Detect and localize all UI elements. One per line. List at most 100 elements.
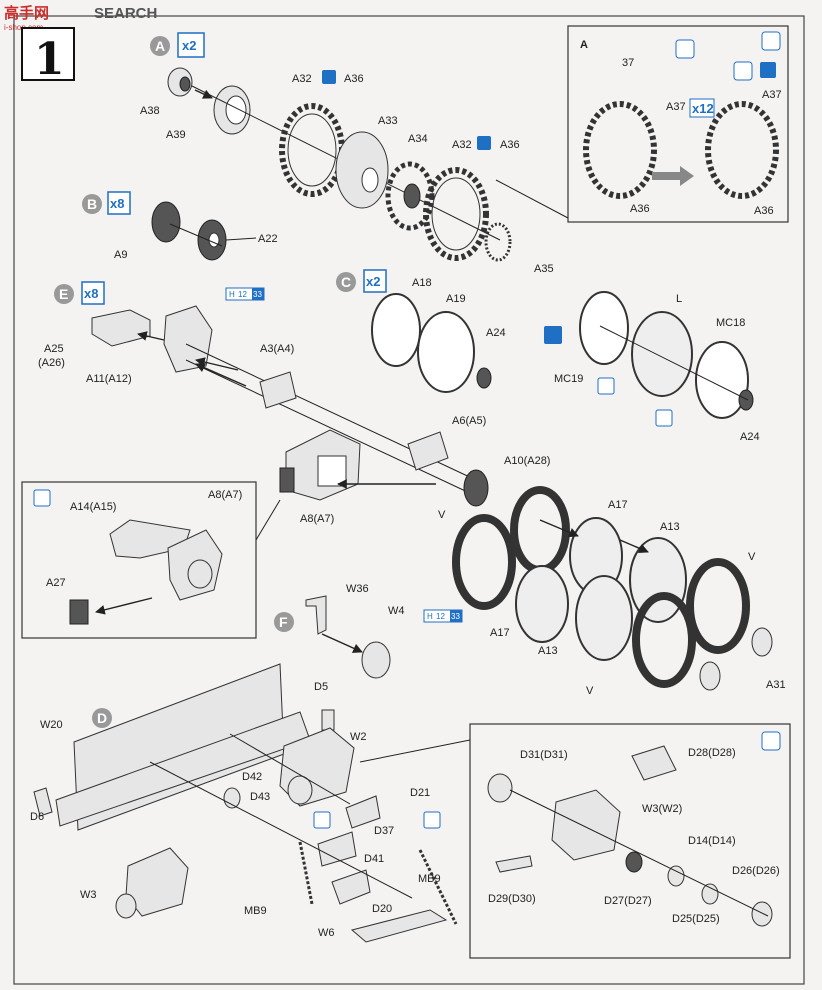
svg-text:W20: W20: [40, 719, 63, 731]
inset-sprocket-detail: A 37 A37 A37 x12 A36 A36: [495, 25, 789, 223]
svg-text:C: C: [341, 274, 351, 290]
part-a6: [407, 431, 449, 471]
svg-text:33: 33: [451, 612, 460, 621]
part-a32-sprocket-2: [423, 167, 489, 261]
subassembly-a-marker: [150, 36, 170, 56]
part-d31: [487, 773, 513, 803]
svg-text:12: 12: [436, 612, 445, 621]
svg-text:V: V: [748, 551, 756, 563]
svg-text:D27(D27): D27(D27): [604, 895, 652, 907]
part-w3-inset: [551, 789, 621, 861]
svg-text:A33: A33: [378, 115, 398, 127]
svg-text:D43: D43: [250, 791, 270, 803]
part-d6: [33, 787, 53, 817]
svg-text:D20: D20: [372, 903, 392, 915]
watermark-text-2: SEARCH: [94, 5, 157, 22]
svg-text:D: D: [97, 710, 107, 726]
svg-text:A32: A32: [452, 139, 472, 151]
svg-text:A31: A31: [766, 679, 786, 691]
svg-text:A3(A4): A3(A4): [260, 343, 294, 355]
paint-icon: [675, 39, 695, 59]
svg-text:A36: A36: [344, 73, 364, 85]
glue-icon-2: [477, 136, 491, 150]
svg-text:A39: A39: [166, 129, 186, 141]
svg-text:D14(D14): D14(D14): [688, 835, 736, 847]
svg-text:W36: W36: [346, 583, 369, 595]
svg-text:A18: A18: [412, 277, 432, 289]
part-a34: [385, 161, 435, 231]
svg-text:12: 12: [238, 290, 247, 299]
part-a25: [91, 309, 151, 347]
svg-text:H: H: [229, 290, 235, 299]
svg-text:A37: A37: [762, 89, 782, 101]
part-d21: [345, 795, 381, 829]
paint-ref-2: H 12 33: [423, 609, 463, 623]
mc-wheel-assembly: L MC18 MC19 A24: [544, 291, 760, 443]
svg-text:MB9: MB9: [244, 905, 267, 917]
svg-text:A25: A25: [44, 343, 64, 355]
part-w4: [361, 641, 391, 679]
part-d28: [631, 745, 677, 781]
svg-text:33: 33: [253, 290, 262, 299]
svg-text:MC18: MC18: [716, 317, 745, 329]
part-a35: [484, 222, 512, 262]
svg-text:F: F: [279, 614, 288, 630]
svg-text:D31(D31): D31(D31): [520, 749, 568, 761]
part-a33: [335, 131, 389, 209]
svg-text:A38: A38: [140, 105, 160, 117]
svg-text:A13: A13: [660, 521, 680, 533]
svg-text:V: V: [438, 509, 446, 521]
svg-text:A: A: [580, 39, 588, 51]
svg-text:A13: A13: [538, 645, 558, 657]
part-d20: [331, 869, 371, 905]
svg-text:(A26): (A26): [38, 357, 65, 369]
svg-text:D37: D37: [374, 825, 394, 837]
svg-text:H: H: [427, 612, 433, 621]
svg-text:W4: W4: [388, 605, 405, 617]
svg-text:A6(A5): A6(A5): [452, 415, 486, 427]
svg-text:A24: A24: [486, 327, 506, 339]
svg-text:A9: A9: [114, 249, 127, 261]
svg-text:A32: A32: [292, 73, 312, 85]
svg-text:A11(A12): A11(A12): [86, 373, 132, 385]
subassembly-a-qty: x2: [182, 38, 196, 53]
svg-text:D25(D25): D25(D25): [672, 913, 720, 925]
svg-text:A36: A36: [754, 205, 774, 217]
glue-icon: [322, 70, 336, 84]
svg-text:A34: A34: [408, 133, 428, 145]
svg-text:D42: D42: [242, 771, 262, 783]
svg-text:A24: A24: [740, 431, 760, 443]
svg-text:x8: x8: [84, 286, 98, 301]
glue-icon-3: [760, 62, 776, 78]
svg-text:A19: A19: [446, 293, 466, 305]
svg-text:W6: W6: [318, 927, 335, 939]
svg-text:A37: A37: [666, 101, 686, 113]
svg-text:x2: x2: [366, 274, 380, 289]
svg-text:V: V: [586, 685, 594, 697]
part-a9: [151, 201, 181, 243]
svg-text:A36: A36: [500, 139, 520, 151]
svg-text:A10(A28): A10(A28): [504, 455, 550, 467]
svg-text:D5: D5: [314, 681, 328, 693]
part-d5: [321, 709, 335, 731]
svg-text:A17: A17: [490, 627, 510, 639]
svg-text:D26(D26): D26(D26): [732, 865, 780, 877]
paint-ref-1: H 12 33: [225, 287, 265, 301]
inset-final-drive: D31(D31) D28(D28) W3(W2) D14(D14) D26(D2…: [359, 723, 791, 959]
svg-text:A36: A36: [630, 203, 650, 215]
subassembly-e: E x8 A25 (A26) A11(A12) A3(A4) A6(A5) A1…: [38, 281, 550, 525]
svg-text:37: 37: [622, 57, 634, 69]
svg-text:B: B: [87, 196, 97, 212]
svg-text:E: E: [59, 286, 68, 302]
svg-text:A27: A27: [46, 577, 66, 589]
svg-text:D41: D41: [364, 853, 384, 865]
track-wheels: V A17 A17 A13 A13 V V A31: [438, 486, 786, 697]
part-a10: [463, 469, 489, 507]
svg-text:D21: D21: [410, 787, 430, 799]
subassembly-a-letter: A: [155, 38, 165, 54]
svg-text:W2: W2: [350, 731, 367, 743]
svg-text:x12: x12: [692, 101, 714, 116]
svg-text:W3(W2): W3(W2): [642, 803, 682, 815]
subassembly-f: F W36 W4: [274, 583, 405, 679]
